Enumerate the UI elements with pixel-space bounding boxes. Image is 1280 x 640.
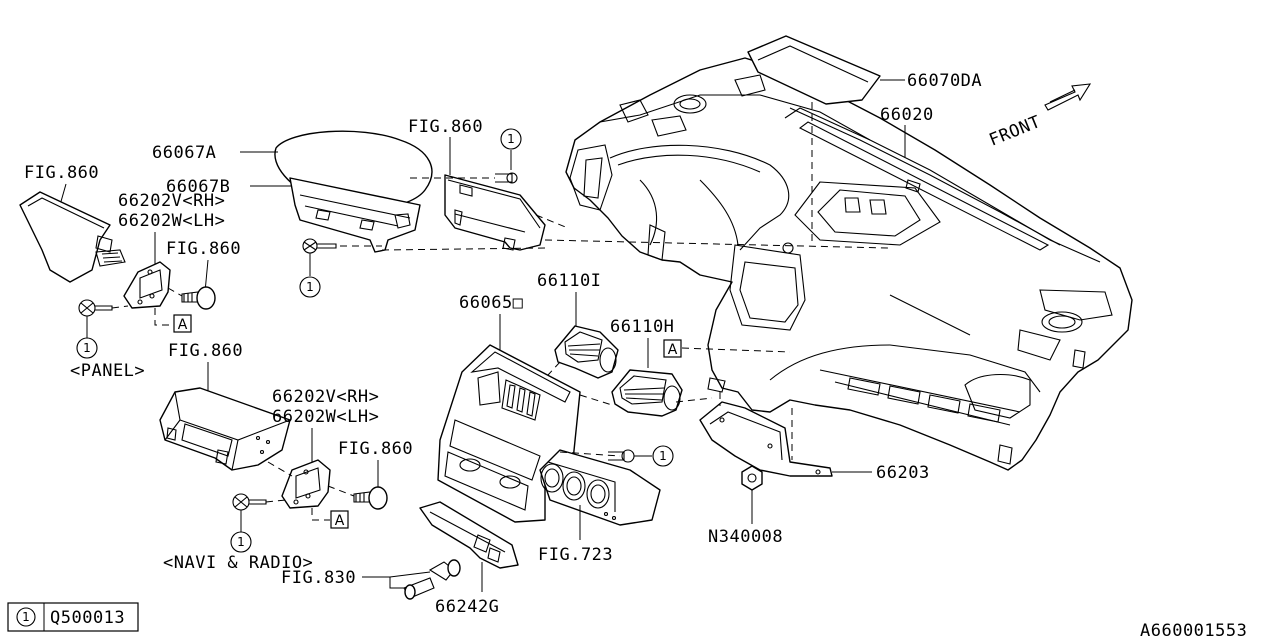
callout-circle-1: 1 — [299, 276, 321, 298]
label-fig860-bolt-1: FIG.860 — [166, 239, 241, 259]
label-66203: 66203 — [876, 463, 930, 483]
lower-trim-66242G — [419, 501, 519, 569]
bracket-66203 — [699, 401, 833, 477]
label-66202V-rh-2: 66202V<RH> — [272, 387, 379, 407]
label-panel: <PANEL> — [70, 361, 145, 381]
label-66067B: 66067B — [166, 177, 230, 197]
label-fig723: FIG.723 — [538, 545, 613, 565]
label-fig830: FIG.830 — [281, 568, 356, 588]
bracket-66202-1 — [123, 261, 171, 309]
label-66110H: 66110H — [610, 317, 674, 337]
label-66020: 66020 — [880, 105, 934, 125]
label-fig860-bolt-2: FIG.860 — [338, 439, 413, 459]
legend-table: 1 Q500013 — [7, 602, 139, 632]
navi-radio-unit — [159, 387, 291, 471]
ref-box-A: A — [330, 510, 349, 529]
switch-fig830 — [403, 559, 461, 600]
center-display-unit — [444, 174, 546, 251]
label-fig860-left: FIG.860 — [24, 163, 99, 183]
svg-text:1: 1 — [306, 280, 314, 294]
label-fig860-navi: FIG.860 — [168, 341, 243, 361]
cover-66070DA — [747, 35, 905, 245]
airbag-module-66067B — [289, 177, 421, 253]
front-arrow-icon — [1044, 83, 1092, 111]
label-front: FRONT — [986, 112, 1043, 151]
bolt-2 — [353, 486, 388, 510]
svg-text:1: 1 — [237, 535, 245, 549]
label-66110I: 66110I — [537, 271, 601, 291]
label-66202V-rh-1: 66202V<RH> — [118, 191, 225, 211]
climate-control-unit — [539, 449, 661, 526]
svg-text:1: 1 — [659, 449, 667, 463]
screw-navi — [232, 493, 267, 511]
label-N340008: N340008 — [708, 527, 783, 547]
instrument-panel-66020 — [565, 57, 1133, 471]
vent-66110H — [611, 369, 683, 417]
label-66202W-lh-2: 66202W<LH> — [272, 407, 379, 427]
ref-box-A: A — [663, 339, 682, 358]
screw-center — [495, 172, 518, 184]
svg-text:1: 1 — [507, 132, 515, 146]
label-navi-radio: <NAVI & RADIO> — [163, 553, 313, 573]
label-66070DA: 66070DA — [907, 71, 982, 91]
label-66202W-lh-1: 66202W<LH> — [118, 211, 225, 231]
ref-box-A: A — [173, 314, 192, 333]
callout-circle-1: 1 — [652, 445, 674, 467]
bolt-1 — [181, 286, 216, 310]
callout-circle-1: 1 — [76, 337, 98, 359]
svg-text:A: A — [668, 342, 678, 358]
label-66065: 66065□ — [459, 293, 524, 313]
screw-panel — [78, 299, 113, 317]
vent-66110I — [554, 325, 619, 379]
legend-symbol: 1 — [22, 610, 30, 624]
nut-N340008 — [741, 465, 763, 491]
bracket-66202-2 — [281, 459, 331, 509]
panel-display — [19, 191, 126, 283]
svg-text:1: 1 — [83, 341, 91, 355]
svg-text:A: A — [335, 513, 345, 529]
label-66067A: 66067A — [152, 143, 216, 163]
label-fig860-center: FIG.860 — [408, 117, 483, 137]
screw-airbag — [302, 238, 337, 254]
callout-circle-1: 1 — [500, 128, 522, 150]
label-66242G: 66242G — [435, 597, 499, 617]
callout-circle-1: 1 — [230, 531, 252, 553]
legend-part-number: Q500013 — [50, 608, 125, 628]
screw-climate — [608, 449, 635, 463]
svg-text:A: A — [178, 317, 188, 333]
drawing-number: A660001553 — [1140, 621, 1247, 640]
